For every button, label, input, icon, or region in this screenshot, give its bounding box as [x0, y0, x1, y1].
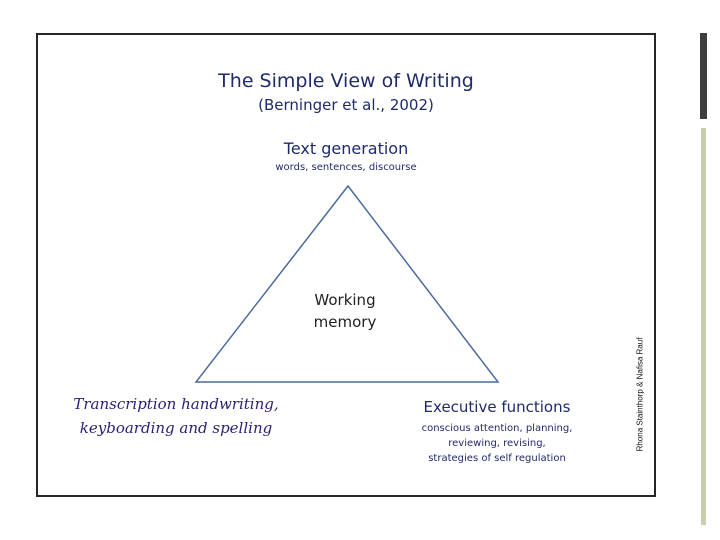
text-generation-label: Text generation	[283, 139, 409, 158]
working-memory-line-1: Working	[314, 291, 376, 309]
working-memory-line-2: memory	[313, 313, 377, 331]
diagram-frame	[36, 33, 656, 497]
working-memory-label: Working memory	[270, 289, 420, 333]
diagram-title: The Simple View of Writing	[218, 70, 474, 92]
text-generation-detail: words, sentences, discourse	[275, 162, 417, 173]
executive-functions-detail: conscious attention, planning, reviewing…	[392, 421, 602, 466]
executive-detail-line-2: reviewing, revising,	[448, 438, 546, 449]
transcription-line-2: keyboarding and spelling	[79, 419, 273, 437]
side-bar-light	[701, 128, 706, 525]
triangle-shape	[194, 184, 500, 383]
author-credit: Rhona Stainthorp & Nafisa Rauf	[635, 337, 645, 452]
side-bar-dark	[700, 33, 707, 119]
executive-detail-line-3: strategies of self regulation	[428, 453, 566, 464]
transcription-label: Transcription handwriting, keyboarding a…	[56, 392, 296, 440]
diagram-subtitle: (Berninger et al., 2002)	[258, 96, 434, 114]
executive-functions-label: Executive functions	[423, 398, 571, 416]
executive-detail-line-1: conscious attention, planning,	[421, 423, 573, 434]
transcription-line-1: Transcription handwriting,	[73, 395, 279, 413]
